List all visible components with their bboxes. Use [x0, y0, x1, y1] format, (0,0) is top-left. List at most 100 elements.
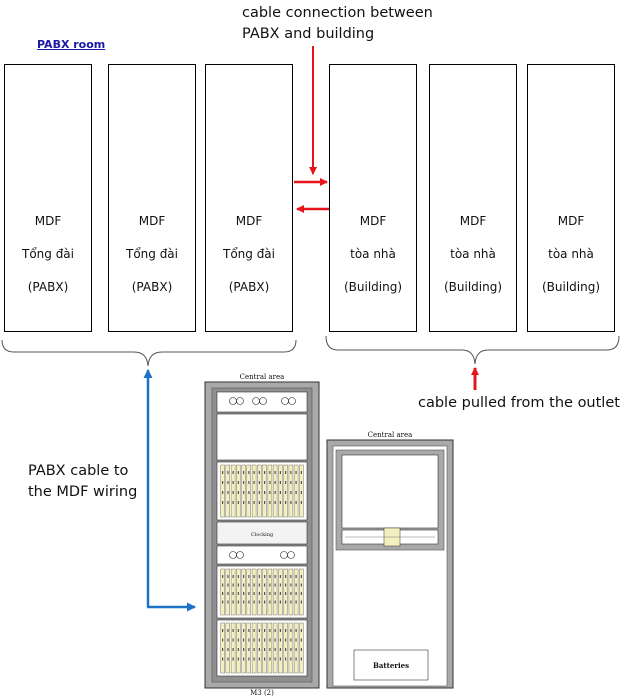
card-mark	[232, 629, 234, 632]
card-mark	[248, 583, 250, 587]
mdf-name: Tổng đài	[125, 247, 178, 261]
card-mark	[243, 491, 245, 494]
clocking-label: Clocking	[251, 532, 274, 538]
card-mark	[237, 592, 239, 595]
card-mark	[253, 592, 255, 595]
card-mark	[243, 583, 245, 587]
card-mark	[279, 583, 281, 587]
card-mark	[227, 648, 229, 651]
card-mark	[290, 481, 292, 484]
card-mark	[237, 491, 239, 494]
card-mark	[253, 583, 255, 587]
card-mark	[222, 648, 224, 651]
mdf-type: (Building)	[343, 280, 403, 294]
card-mark	[274, 575, 276, 578]
card-mark	[227, 592, 229, 595]
card-mark	[227, 471, 229, 474]
card-mark	[253, 600, 255, 604]
pabx-cabinet-m3: Central area Clocking M3 (2)	[204, 373, 320, 697]
card-mark	[232, 600, 234, 604]
card-mark	[269, 575, 271, 578]
card-mark	[227, 629, 229, 632]
card-mark	[290, 583, 292, 587]
card-mark	[253, 648, 255, 651]
mdf-label: MDF	[359, 214, 387, 228]
pabx-room-link[interactable]: PABX room	[37, 38, 106, 51]
card-mark	[258, 648, 260, 651]
card-mark	[243, 638, 245, 642]
card-mark	[248, 629, 250, 632]
mdf-label: MDF	[138, 214, 166, 228]
card-mark	[274, 501, 276, 504]
card-mark	[248, 481, 250, 484]
card-mark	[222, 583, 224, 587]
card-mark	[279, 575, 281, 578]
card-mark	[227, 638, 229, 642]
mdf-type: (PABX)	[228, 280, 270, 294]
mdf-type: (Building)	[541, 280, 601, 294]
card-mark	[222, 629, 224, 632]
card-mark	[232, 501, 234, 504]
card-mark	[279, 600, 281, 604]
card-mark	[253, 481, 255, 484]
card-mark	[264, 638, 266, 642]
card-mark	[248, 575, 250, 578]
card-mark	[258, 481, 260, 484]
card-mark	[274, 592, 276, 595]
card-mark	[279, 592, 281, 595]
card-mark	[243, 481, 245, 484]
card-mark	[295, 600, 297, 604]
card-mark	[269, 657, 271, 661]
card-mark	[264, 592, 266, 595]
card-mark	[285, 481, 287, 484]
card-mark	[232, 648, 234, 651]
card-mark	[269, 501, 271, 504]
card-mark	[285, 575, 287, 578]
card-mark	[295, 583, 297, 587]
card-mark	[274, 583, 276, 587]
card-mark	[237, 638, 239, 642]
card-mark	[248, 657, 250, 661]
card-mark	[290, 501, 292, 504]
pabx-cable-note: PABX cable to the MDF wiring	[28, 461, 137, 503]
card-mark	[300, 657, 302, 661]
card-mark	[232, 471, 234, 474]
card-mark	[243, 657, 245, 661]
card-mark	[264, 648, 266, 651]
card-mark	[295, 481, 297, 484]
card-mark	[253, 638, 255, 642]
card-mark	[300, 629, 302, 632]
card-mark	[290, 592, 292, 595]
card-mark	[264, 583, 266, 587]
pabx-cable-line-1: PABX cable to	[28, 463, 129, 479]
card-mark	[227, 583, 229, 587]
mdf-name: tòa nhà	[350, 247, 396, 261]
card-mark	[295, 471, 297, 474]
card-mark	[290, 648, 292, 651]
card-mark	[243, 471, 245, 474]
card-mark	[258, 638, 260, 642]
card-mark	[258, 501, 260, 504]
card-mark	[285, 592, 287, 595]
card-mark	[222, 491, 224, 494]
card-mark	[295, 501, 297, 504]
card-mark	[295, 657, 297, 661]
card-mark	[243, 501, 245, 504]
card-mark	[248, 648, 250, 651]
card-mark	[300, 592, 302, 595]
card-mark	[258, 471, 260, 474]
card-mark	[279, 638, 281, 642]
card-mark	[258, 657, 260, 661]
card-mark	[274, 657, 276, 661]
card-mark	[269, 648, 271, 651]
card-mark	[264, 575, 266, 578]
card-mark	[269, 491, 271, 494]
mdf-label: MDF	[557, 214, 585, 228]
card-mark	[232, 575, 234, 578]
card-mark	[227, 657, 229, 661]
card-mark	[295, 648, 297, 651]
card-mark	[285, 491, 287, 494]
mdf-pabx-box-1: MDF Tổng đài (PABX)	[4, 64, 92, 332]
mdf-type: (PABX)	[131, 280, 173, 294]
